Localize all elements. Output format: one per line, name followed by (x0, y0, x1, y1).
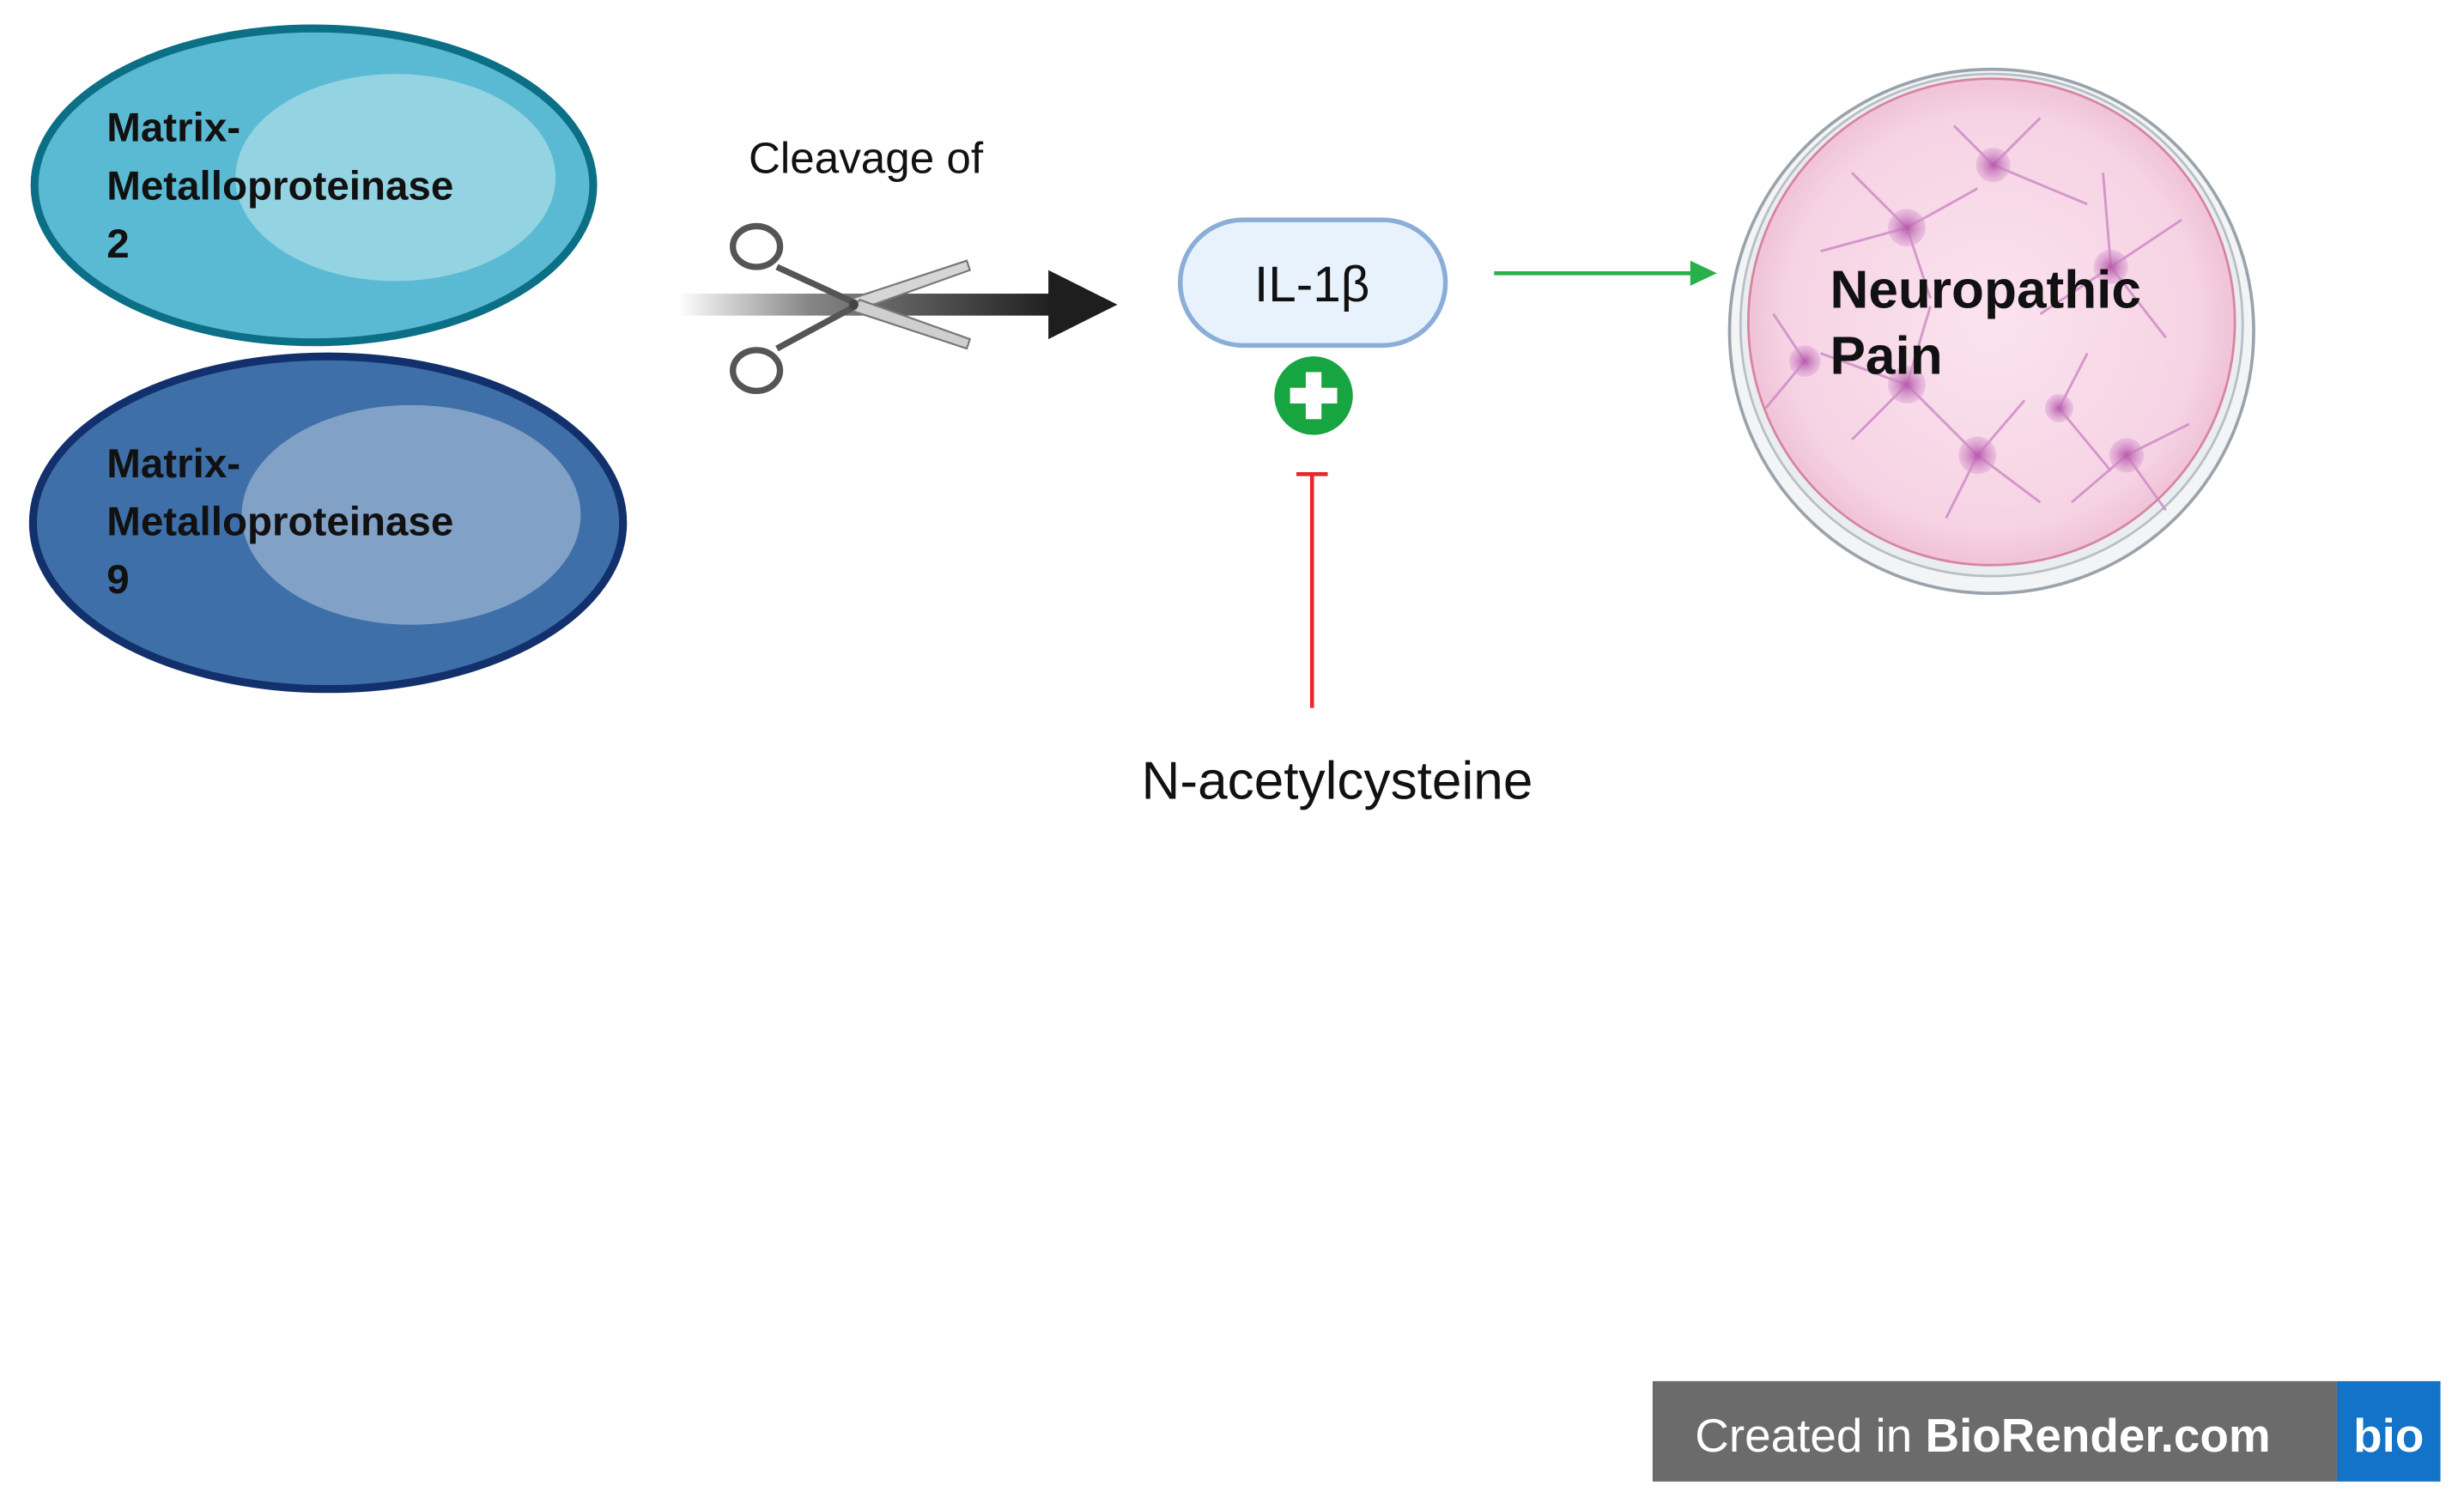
petri-dish: Neuropathic Pain (1727, 67, 2255, 596)
mmp2-enzyme: Matrix- Metalloproteinase 2 (30, 24, 598, 347)
biorender-logo-text: bio (2353, 1409, 2424, 1462)
outcome-label: Neuropathic Pain (1830, 261, 2156, 386)
watermark-brand: BioRender.com (1925, 1409, 2270, 1462)
biorender-watermark[interactable]: Created in BioRender.com bio (1652, 1380, 2441, 1482)
neuron-somas (1788, 148, 2145, 475)
biorender-logo-icon (2336, 1380, 2441, 1482)
watermark-background (1652, 1380, 2337, 1482)
mmp2-label: Matrix- Metalloproteinase 2 (106, 106, 464, 267)
cleavage-label: Cleavage of (749, 133, 984, 182)
mmp2-highlight (235, 74, 556, 282)
mmp9-enzyme: Matrix- Metalloproteinase 9 (28, 352, 628, 694)
inhibitor-label: N-acetylcysteine (1142, 752, 1533, 811)
cleavage-arrow (677, 270, 1118, 340)
plus-icon (1274, 356, 1353, 435)
mmp9-highlight (241, 404, 581, 625)
mmp9-label: Matrix- Metalloproteinase 9 (106, 441, 464, 603)
il1b-label: IL-1β (1254, 257, 1369, 312)
watermark-prefix: Created in (1695, 1409, 1925, 1462)
il1b-pill (1177, 217, 1448, 349)
scissors-icon (730, 222, 972, 395)
inhibition-line (1296, 471, 1328, 708)
watermark-text: Created in BioRender.com (1695, 1409, 2270, 1462)
il1b-node: IL-1β (1177, 217, 1448, 349)
activation-arrow (1494, 260, 1717, 286)
